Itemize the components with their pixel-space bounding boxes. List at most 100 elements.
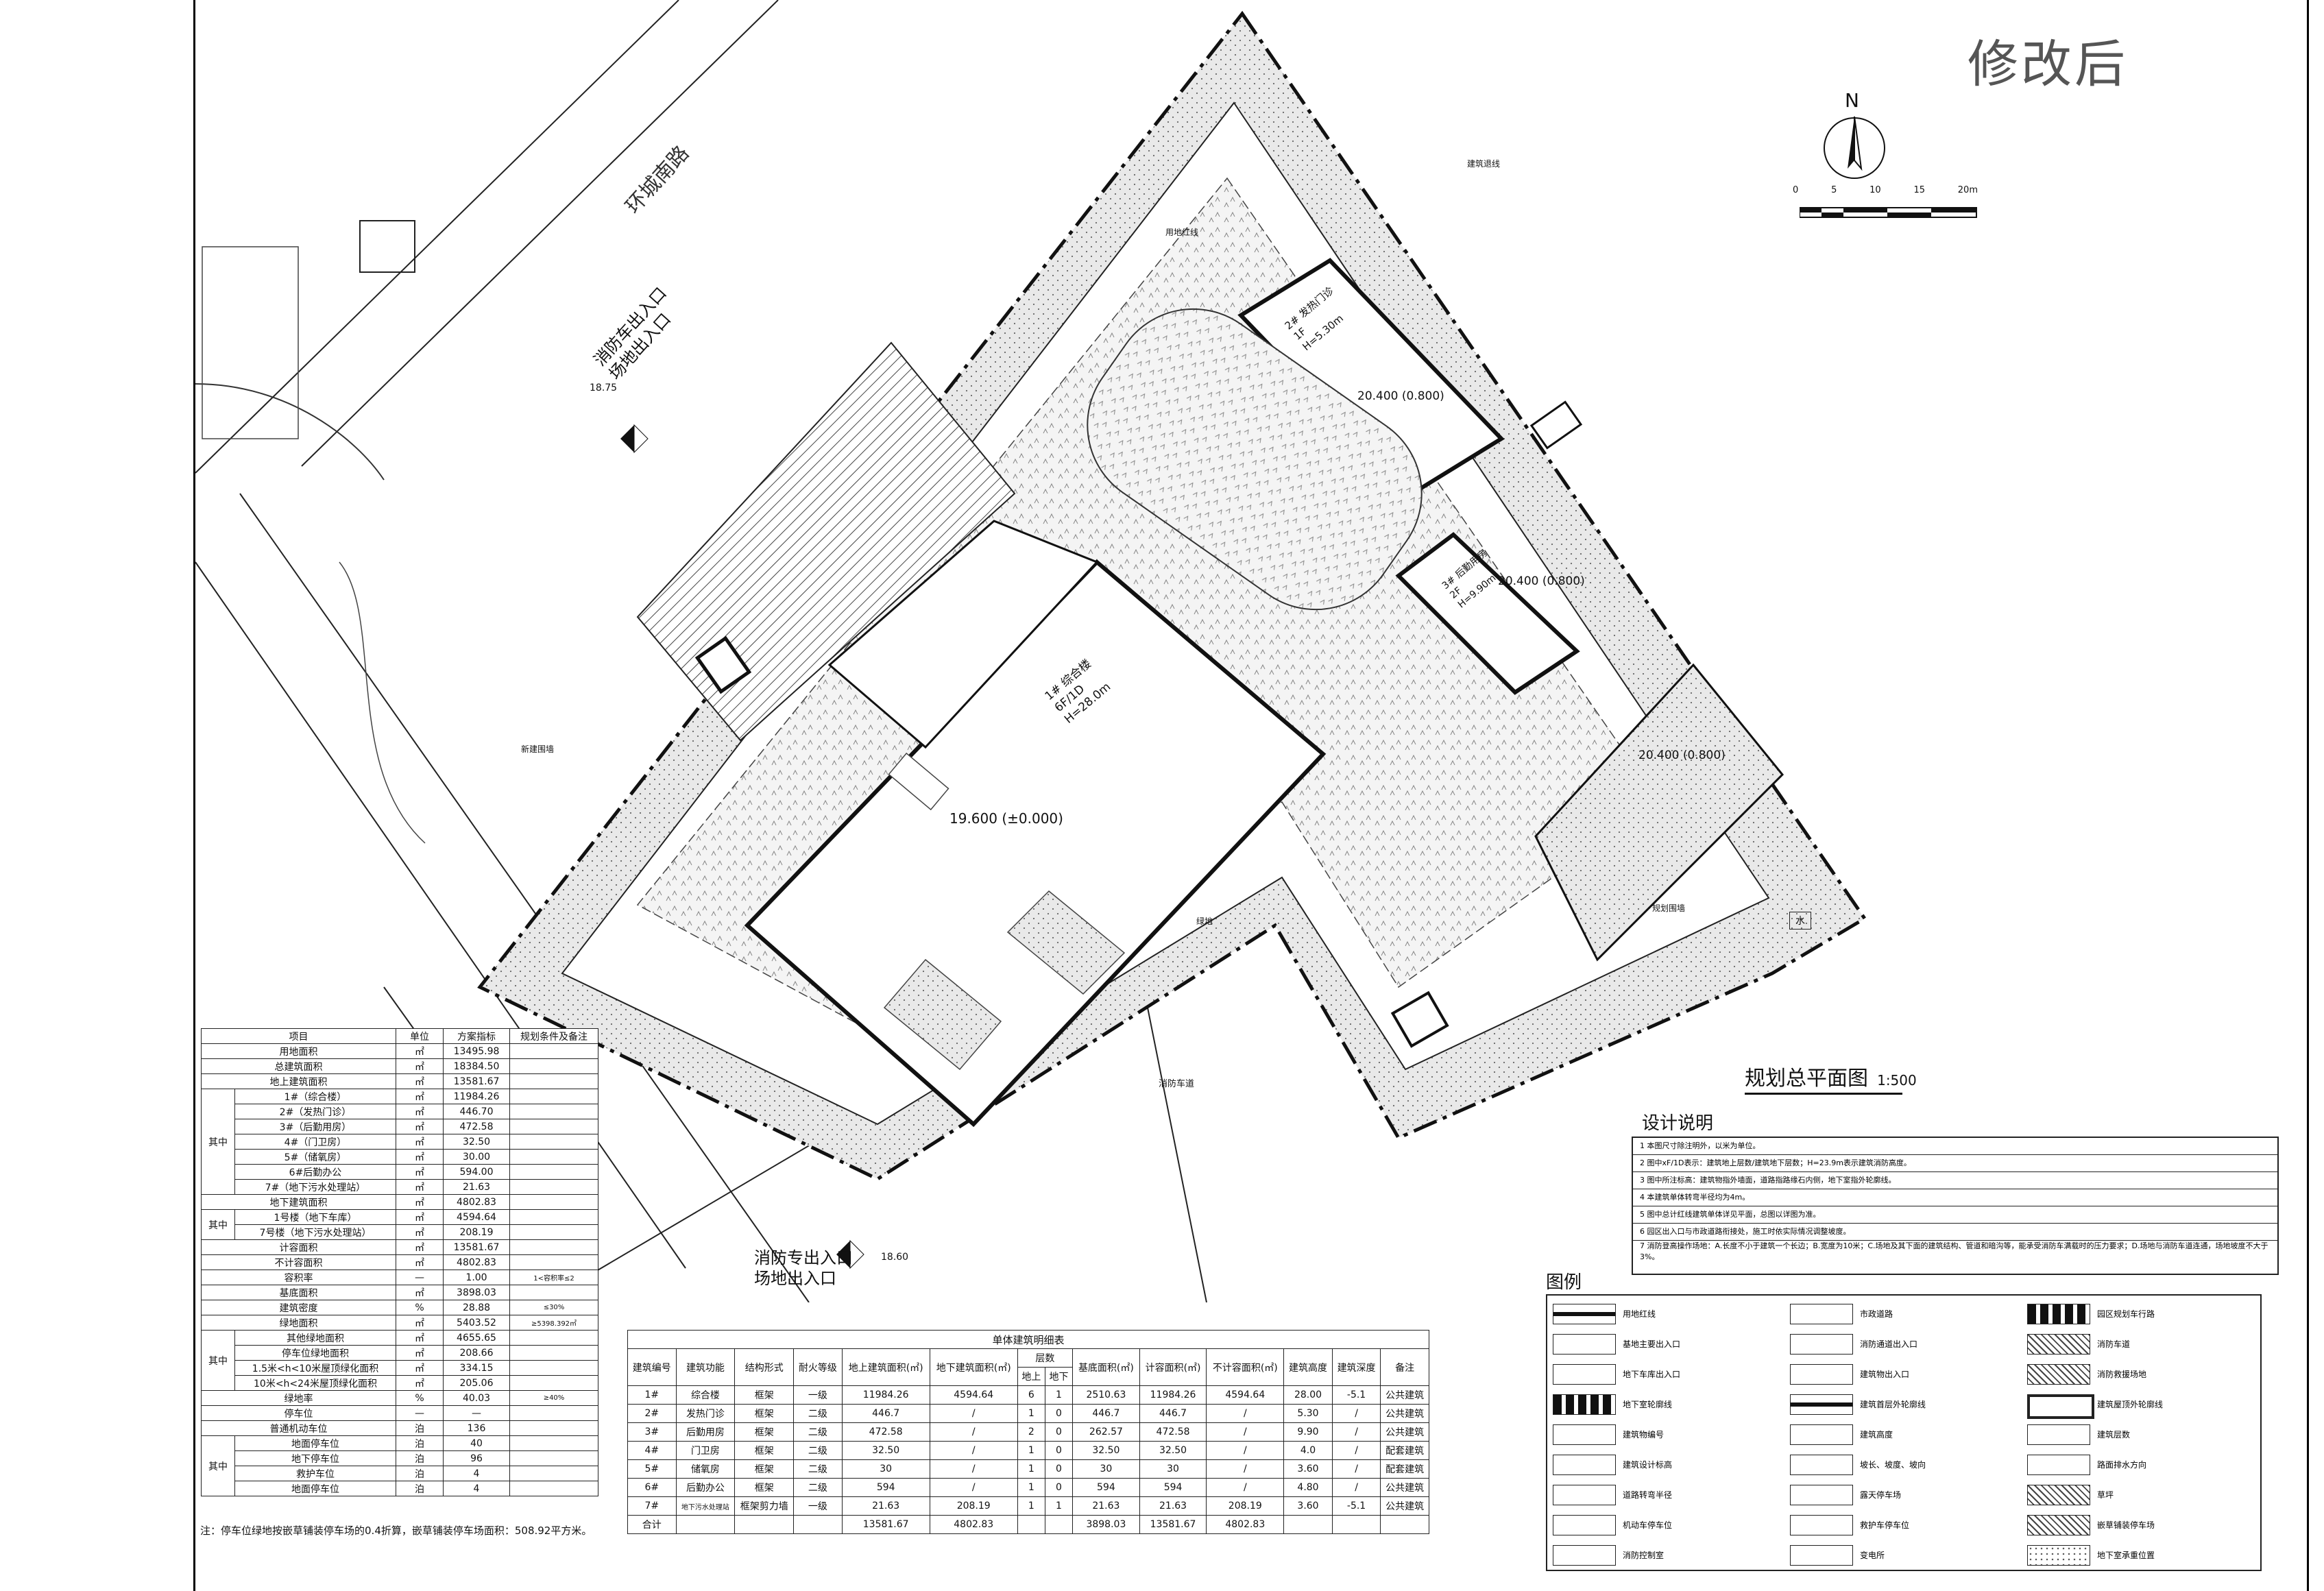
legend-label: 消防通道出入口 <box>1860 1339 1918 1349</box>
legend-symbol-icon <box>2027 1364 2090 1385</box>
legend-symbol-icon <box>1553 1515 1616 1535</box>
legend-label: 建筑物编号 <box>1623 1430 1665 1440</box>
design-note-item: 1 本图尺寸除注明外，以米为单位。 <box>1633 1138 2277 1155</box>
label-fire-road: 消防车道 <box>1159 1079 1195 1089</box>
legend: 用地红线市政道路园区规划车行路基地主要出入口消防通道出入口消防车道地下车库出入口… <box>1546 1294 2262 1571</box>
design-note-item: 2 图中xF/1D表示：建筑地上层数/建筑地下层数；H=23.9m表示建筑消防高… <box>1633 1155 2277 1172</box>
legend-symbol-icon <box>2027 1515 2090 1535</box>
design-notes: 1 本图尺寸除注明外，以米为单位。2 图中xF/1D表示：建筑地上层数/建筑地下… <box>1632 1137 2279 1275</box>
elevation-main: 19.600 (±0.000) <box>949 810 1063 827</box>
compass-icon <box>1824 116 1885 179</box>
legend-item: 道路转弯半径 <box>1547 1478 1784 1512</box>
legend-symbol-icon <box>1790 1455 1853 1475</box>
legend-label: 救护车停车位 <box>1860 1520 1910 1530</box>
legend-item: 建筑物编号 <box>1547 1418 1784 1452</box>
building-3 <box>1395 532 1580 695</box>
legend-label: 建筑高度 <box>1860 1430 1893 1440</box>
building-table: 单体建筑明细表 建筑编号 建筑功能 结构形式 耐火等级 地上建筑面积(㎡) 地下… <box>627 1330 1429 1534</box>
design-note-item: 3 图中所注标高：建筑物指外墙面，道路指路缘石内侧，地下室指外轮廓线。 <box>1633 1172 2277 1189</box>
legend-label: 地下车库出入口 <box>1623 1370 1681 1379</box>
building-7 <box>1529 400 1583 450</box>
legend-symbol-icon <box>2027 1424 2090 1445</box>
building-6 <box>1534 663 1784 962</box>
drawing-frame <box>193 0 2309 1591</box>
legend-title: 图例 <box>1546 1272 1582 1293</box>
legend-label: 地下室轮廓线 <box>1623 1400 1673 1409</box>
legend-label: 建筑首层外轮廓线 <box>1860 1400 1926 1409</box>
elevation-entry-s: 18.60 <box>881 1252 909 1263</box>
legend-item: 消防控制室 <box>1547 1538 1784 1572</box>
plan-scale: 1:500 <box>1877 1072 1917 1089</box>
legend-label: 机动车停车位 <box>1623 1520 1673 1530</box>
index-row: 停车位—— <box>201 1405 598 1421</box>
label-green: 绿地 <box>1196 916 1213 926</box>
legend-item: 坡长、坡度、坡向 <box>1784 1448 2022 1482</box>
legend-label: 地下室承重位置 <box>2097 1551 2155 1560</box>
legend-symbol-icon <box>1790 1394 1853 1415</box>
legend-item: 消防救援场地 <box>2022 1357 2259 1392</box>
legend-symbol-icon <box>1790 1515 1853 1535</box>
legend-label: 建筑物出入口 <box>1860 1370 1910 1379</box>
legend-symbol-icon <box>1790 1545 1853 1566</box>
label-water: 水 <box>1789 912 1811 930</box>
design-note-item: 6 园区出入口与市政道路衔接处，施工时依实际情况调整坡度。 <box>1633 1224 2277 1241</box>
scale-labels: 0 5 10 15 20m <box>1793 185 1978 195</box>
legend-label: 草坪 <box>2097 1490 2114 1500</box>
entrance-arrow-icon <box>620 424 864 1270</box>
building-1 <box>744 559 1327 1128</box>
revision-stamp: 修改后 <box>1968 35 2128 94</box>
index-row: 绿地率%40.03≥40% <box>201 1390 598 1406</box>
legend-item: 建筑高度 <box>1784 1418 2022 1452</box>
legend-item: 救护车停车位 <box>1784 1508 2022 1542</box>
legend-item: 建筑屋顶外轮廓线 <box>2022 1387 2259 1422</box>
legend-item: 地下车库出入口 <box>1547 1357 1784 1392</box>
plan-title: 规划总平面图 <box>1745 1067 1868 1091</box>
entrance-label-south: 消防专出入口场地出入口 <box>754 1248 853 1288</box>
label-plan-wall: 规划围墙 <box>1652 903 1686 913</box>
index-row: 建筑密度%28.88≤30% <box>201 1300 598 1315</box>
legend-label: 市政道路 <box>1860 1309 1893 1319</box>
elevation-b3: 20.400 (0.800) <box>1498 574 1585 588</box>
legend-label: 建筑层数 <box>2097 1430 2131 1440</box>
legend-symbol-icon <box>1790 1424 1853 1445</box>
legend-item: 机动车停车位 <box>1547 1508 1784 1542</box>
label-new-wall: 新建围墙 <box>521 744 555 754</box>
legend-symbol-icon <box>2027 1394 2094 1419</box>
legend-symbol-icon <box>2027 1485 2090 1505</box>
legend-symbol-icon <box>1790 1364 1853 1385</box>
legend-item: 园区规划车行路 <box>2022 1297 2259 1331</box>
legend-item: 路面排水方向 <box>2022 1448 2259 1482</box>
legend-label: 建筑设计标高 <box>1623 1460 1673 1470</box>
legend-label: 变电所 <box>1860 1551 1885 1560</box>
legend-item: 建筑首层外轮廓线 <box>1784 1387 2022 1422</box>
legend-label: 建筑屋顶外轮廓线 <box>2097 1400 2164 1409</box>
legend-label: 路面排水方向 <box>2097 1460 2147 1470</box>
legend-item: 用地红线 <box>1547 1297 1784 1331</box>
legend-label: 坡长、坡度、坡向 <box>1860 1460 1926 1470</box>
legend-symbol-icon <box>2027 1304 2090 1324</box>
legend-symbol-icon <box>1553 1455 1616 1475</box>
